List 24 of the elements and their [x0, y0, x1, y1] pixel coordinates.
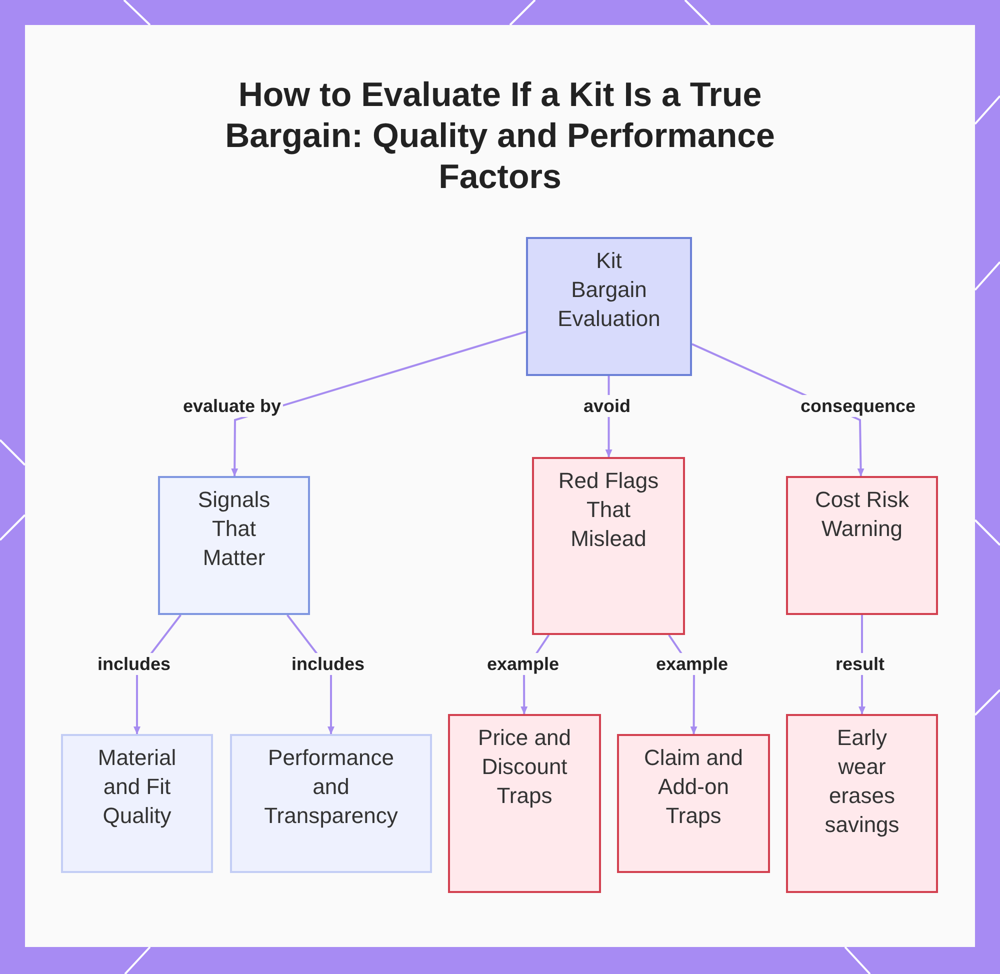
edge-label: consequence	[798, 395, 918, 417]
concept-box	[158, 476, 310, 615]
node-text: Material and Fit Quality	[96, 744, 178, 830]
concept-box	[786, 476, 938, 615]
concept-box	[786, 714, 938, 893]
concept-box	[61, 734, 213, 873]
title: How to Evaluate If a Kit Is a True Bargain: Quality and Performance Factors	[224, 75, 776, 198]
node-text: Cost Risk Warning	[814, 486, 910, 543]
node-text: Early wear erases savings	[824, 724, 900, 839]
edge-label: avoid	[582, 395, 632, 417]
node-text: Kit Bargain Evaluation	[556, 247, 662, 333]
edge-label: example	[484, 653, 562, 675]
concept-box	[230, 734, 432, 873]
concept-box	[526, 237, 692, 376]
concept-box	[617, 734, 770, 873]
edge-label: example	[654, 653, 730, 675]
node-text: Red Flags That Mislead	[557, 467, 660, 553]
node-text: Claim and Add-on Traps	[642, 744, 744, 830]
node-text: Price and Discount Traps	[477, 724, 572, 810]
node-text: Signals That Matter	[196, 486, 272, 572]
concept-box	[532, 457, 685, 635]
concept-box	[448, 714, 601, 893]
node-text: Performance and Transparency	[263, 744, 399, 830]
arrow	[231, 330, 526, 476]
